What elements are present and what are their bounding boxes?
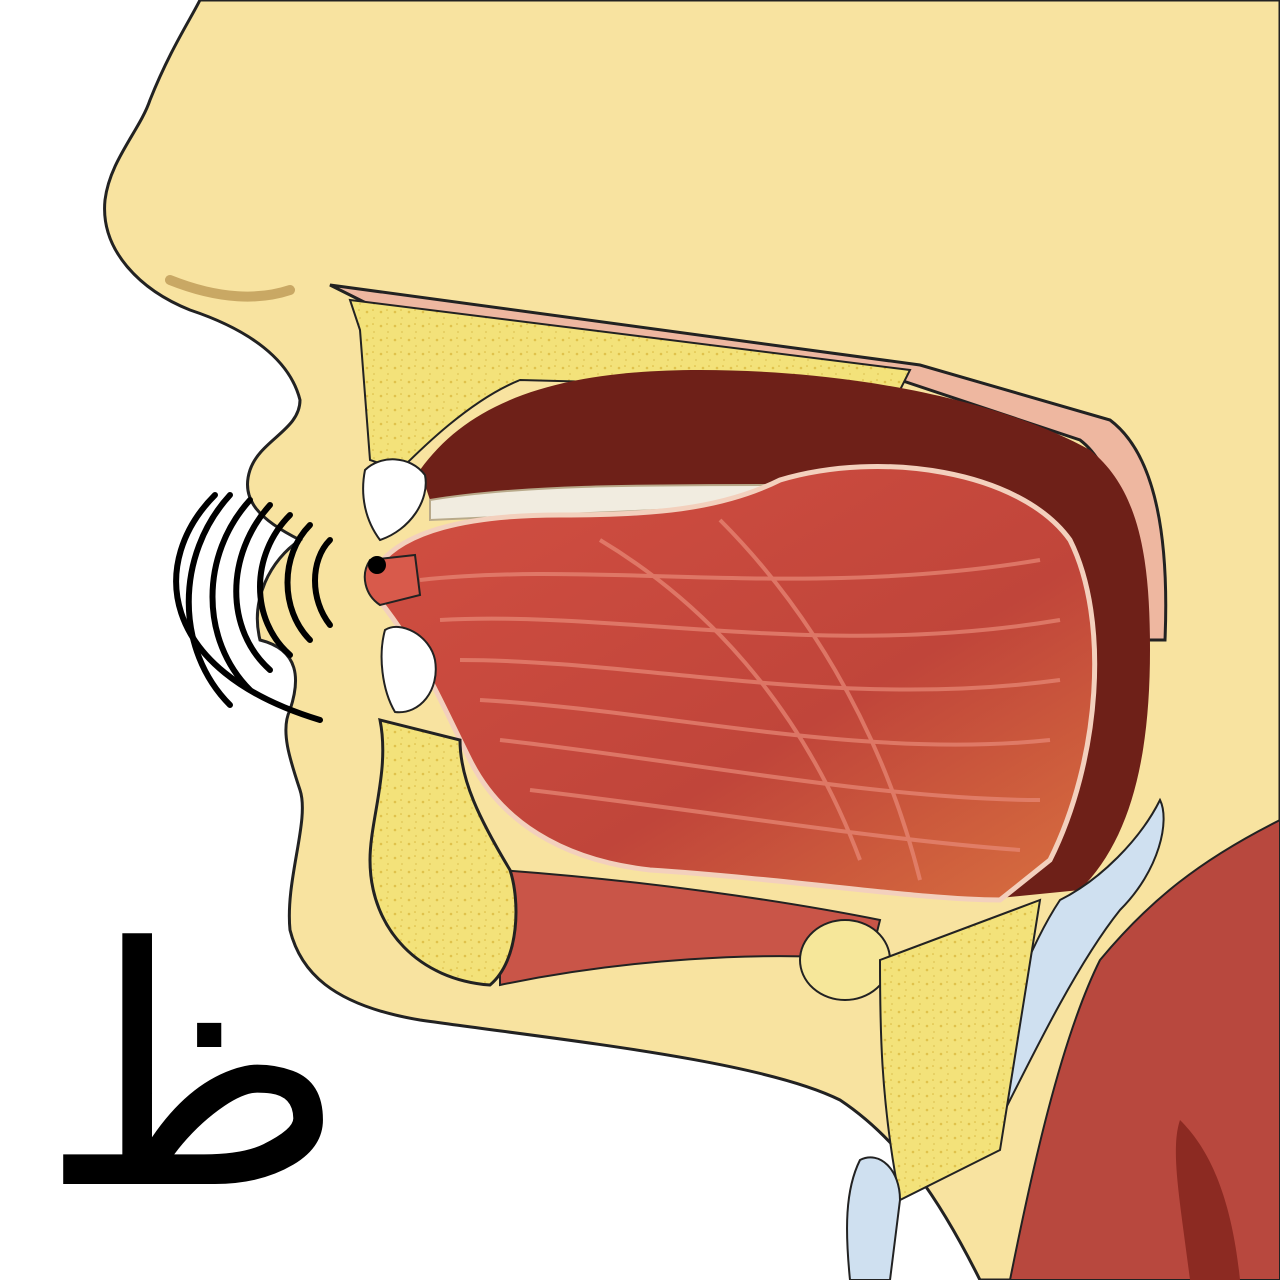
hyoid-bone	[799, 919, 891, 1001]
tongue-fibers	[419, 518, 1061, 881]
upper-incisor	[362, 458, 427, 542]
nostril	[165, 275, 295, 302]
sound-waves-icon	[173, 492, 333, 723]
trachea-lining	[1175, 1120, 1240, 1280]
lower-incisor	[380, 625, 437, 714]
articulation-point-icon	[368, 556, 386, 574]
thyroid-cartilage	[846, 1156, 902, 1280]
arabic-letter: ظ	[40, 878, 346, 1262]
mandible	[368, 717, 518, 987]
